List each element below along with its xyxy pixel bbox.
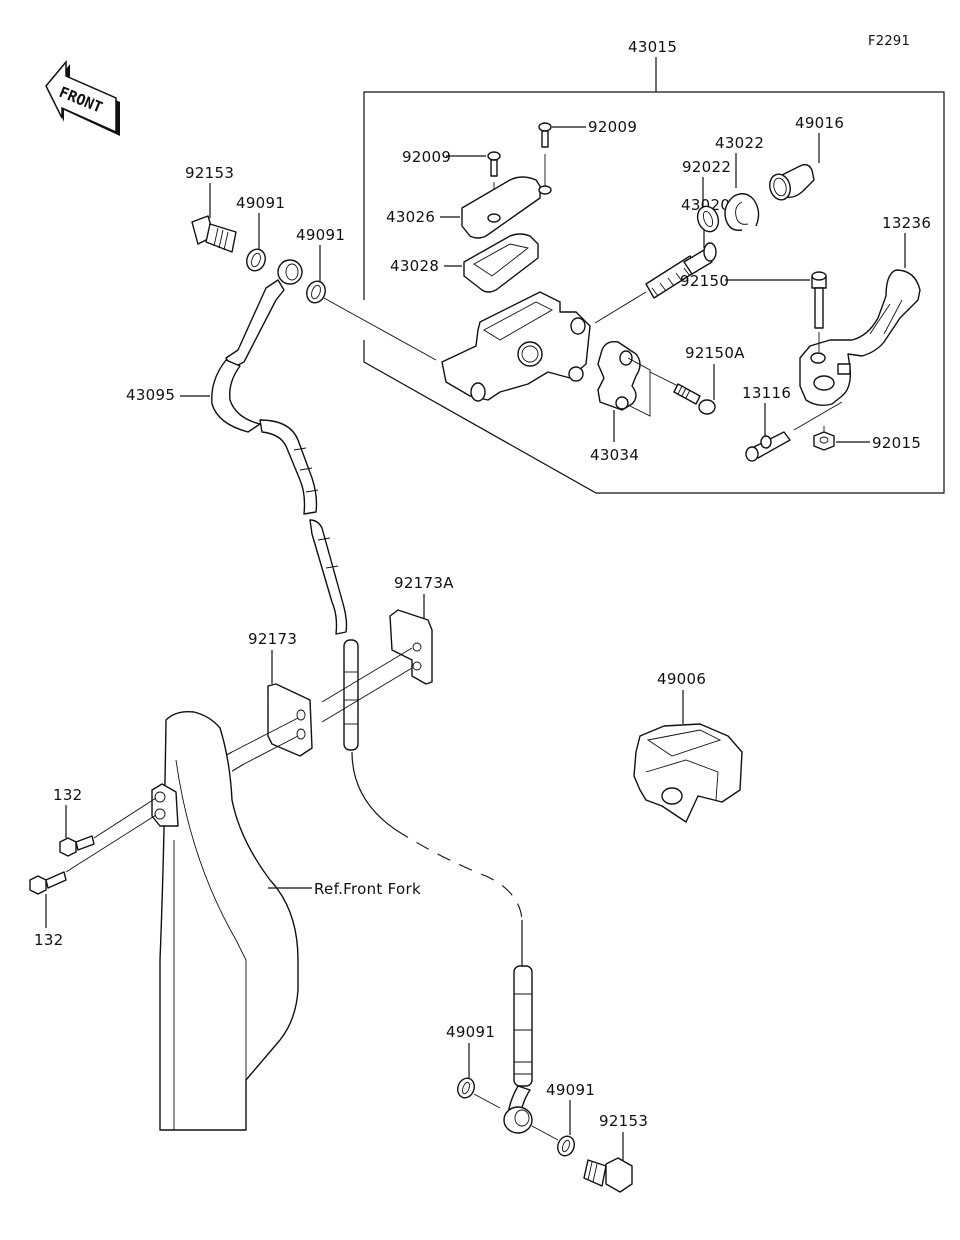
svg-text:92015: 92015 <box>872 434 921 452</box>
svg-text:49091: 49091 <box>236 194 285 212</box>
svg-text:49006: 49006 <box>657 670 706 688</box>
svg-text:92009: 92009 <box>588 118 637 136</box>
svg-text:43020: 43020 <box>681 196 730 214</box>
bolt-132-upper: 132 <box>53 786 157 857</box>
boot-49016: 49016 <box>769 114 844 201</box>
svg-text:13236: 13236 <box>882 214 931 232</box>
diaphragm-43028: 43028 <box>390 233 539 293</box>
cover-49006: 49006 <box>633 670 743 823</box>
clamp-43034: 43034 <box>590 340 651 464</box>
front-direction-arrow-icon: FRONT <box>45 59 120 136</box>
svg-text:92153: 92153 <box>599 1112 648 1130</box>
screw-92009-right: 92009 <box>538 118 637 186</box>
svg-text:92150A: 92150A <box>685 344 745 362</box>
clamp-bolt-92150A: 92150A <box>649 344 745 415</box>
washer-49091-bottom-2: 49091 <box>531 1081 595 1157</box>
brake-lever-13236: 13236 <box>799 214 931 407</box>
svg-text:92153: 92153 <box>185 164 234 182</box>
front-fork-reference: Ref.Front Fork <box>151 710 421 1131</box>
banjo-bolt-92153-top: 92153 <box>185 164 237 253</box>
master-cylinder-body <box>441 291 591 402</box>
brake-hose-43095: 43095 <box>126 259 533 1134</box>
master-cylinder-assembly-box: 43015 <box>363 38 945 494</box>
hose-guide-92173A: 92173A <box>321 574 454 723</box>
svg-text:43095: 43095 <box>126 386 175 404</box>
svg-text:92009: 92009 <box>402 148 451 166</box>
piston-kit-43020: 43020 <box>594 196 730 324</box>
washer-92022: 92022 <box>682 158 731 233</box>
banjo-bolt-92153-bottom: 92153 <box>583 1112 648 1193</box>
reservoir-cap-43026: 43026 <box>386 176 552 239</box>
washer-49091-top-2: 49091 <box>296 226 437 361</box>
bolt-92150: 92150 <box>680 271 827 352</box>
svg-text:92022: 92022 <box>682 158 731 176</box>
svg-text:43034: 43034 <box>590 446 639 464</box>
pivot-bolt-13116: 13116 <box>742 384 843 462</box>
bolt-132-lower: 132 <box>29 814 157 949</box>
washer-49091-top-1: 49091 <box>236 194 285 272</box>
washer-49091-bottom-1: 49091 <box>446 1023 501 1109</box>
svg-text:132: 132 <box>53 786 83 804</box>
svg-text:92173A: 92173A <box>394 574 454 592</box>
svg-text:49091: 49091 <box>446 1023 495 1041</box>
svg-text:92150: 92150 <box>680 272 729 290</box>
svg-text:49091: 49091 <box>546 1081 595 1099</box>
svg-text:13116: 13116 <box>742 384 791 402</box>
svg-text:43028: 43028 <box>390 257 439 275</box>
svg-text:43026: 43026 <box>386 208 435 226</box>
nut-92015: 92015 <box>813 426 921 452</box>
figure-id: F2291 <box>868 34 910 49</box>
circlip-43022: 43022 <box>715 134 764 231</box>
svg-text:Ref.Front Fork: Ref.Front Fork <box>314 880 421 898</box>
svg-text:132: 132 <box>34 931 64 949</box>
svg-text:49091: 49091 <box>296 226 345 244</box>
svg-text:43022: 43022 <box>715 134 764 152</box>
svg-text:49016: 49016 <box>795 114 844 132</box>
svg-text:92173: 92173 <box>248 630 297 648</box>
label-43015: 43015 <box>628 38 677 56</box>
